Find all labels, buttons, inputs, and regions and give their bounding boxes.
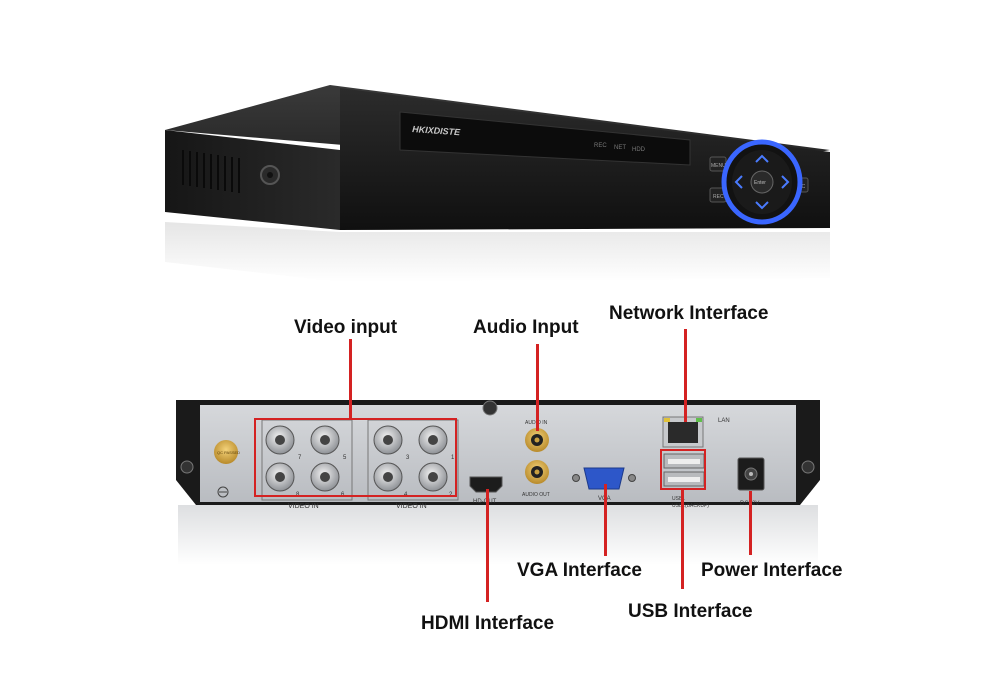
svg-text:MENU: MENU — [711, 163, 726, 169]
front-dvr: HKIXDISTE REC NET HDD MENU REC ESC Enter — [165, 85, 830, 282]
enter-button[interactable] — [750, 170, 774, 194]
hdmi-port[interactable] — [469, 476, 503, 493]
audio-input-pointer — [536, 344, 539, 431]
network-interface-callout: Network Interface — [609, 303, 769, 324]
bnc-connector-5[interactable] — [310, 425, 340, 455]
audio-out-label: AUDIO OUT — [522, 492, 550, 498]
screw-top-icon — [482, 400, 498, 416]
network-interface-pointer — [684, 329, 687, 422]
video-in-label-2: VIDEO IN — [396, 503, 427, 510]
hdmi-interface-pointer — [486, 489, 489, 602]
vga-port[interactable] — [572, 467, 636, 490]
display-window — [399, 111, 691, 166]
bnc-connector-6[interactable] — [310, 462, 340, 492]
channel-number: 7 — [298, 455, 302, 461]
bnc-connector-8[interactable] — [265, 462, 295, 492]
channel-number: 1 — [451, 455, 455, 461]
usb1-label: USB1 — [672, 496, 685, 502]
channel-number: 3 — [406, 455, 410, 461]
usb2-label: USB2(BACKUP) — [672, 503, 709, 509]
bnc-connector-3[interactable] — [373, 425, 403, 455]
hdmi-interface-callout: HDMI Interface — [421, 613, 555, 634]
video-input-callout: Video input — [294, 317, 398, 338]
rear-reflection — [178, 505, 818, 565]
audio-in-jack[interactable] — [525, 428, 549, 452]
audio-input-callout: Audio Input — [473, 317, 579, 338]
usb-port-1[interactable] — [663, 453, 705, 469]
vga-interface-callout: VGA Interface — [517, 560, 642, 581]
navigation-ring[interactable]: Enter — [721, 139, 803, 225]
usb-highlight — [660, 449, 706, 490]
lan-port-label: LAN — [718, 418, 730, 424]
side-vents — [182, 150, 240, 193]
power-interface-callout: Power Interface — [701, 560, 843, 581]
hdmi-port-label: HD-OUT — [473, 499, 497, 505]
bnc-connector-4[interactable] — [373, 462, 403, 492]
bnc-connector-2[interactable] — [418, 462, 448, 492]
video-in-group-2 — [367, 419, 459, 501]
power-interface-pointer — [749, 491, 752, 555]
brand-text: HKIXDISTE — [412, 124, 462, 137]
video-in-group-1 — [261, 419, 353, 501]
arrow-left-icon[interactable] — [734, 175, 743, 189]
indicator-hdd: HDD — [632, 147, 646, 153]
arrow-right-icon[interactable] — [781, 175, 790, 189]
indicator-net: NET — [614, 145, 626, 151]
qc-sticker — [214, 440, 238, 464]
bnc-connector-7[interactable] — [265, 425, 295, 455]
indicator-rec: REC — [594, 143, 607, 149]
ground-icon — [217, 486, 229, 498]
screw-right-icon — [801, 460, 815, 474]
front-reflection — [165, 222, 830, 282]
bnc-connector-1[interactable] — [418, 425, 448, 455]
channel-number: 5 — [343, 455, 347, 461]
arrow-up-icon[interactable] — [755, 154, 769, 163]
rear-dvr: QC PASSED 7 5 3 1 8 6 4 2 VIDEO IN VIDEO… — [176, 400, 820, 565]
vga-interface-pointer — [604, 484, 607, 556]
video-in-label-1: VIDEO IN — [288, 503, 319, 510]
lan-port[interactable] — [662, 416, 704, 448]
usb-interface-pointer — [681, 489, 684, 589]
arrow-down-icon[interactable] — [755, 201, 769, 210]
svg-text:Enter: Enter — [754, 180, 766, 186]
screw-left-icon — [180, 460, 194, 474]
svg-text:REC: REC — [713, 194, 724, 200]
audio-out-jack[interactable] — [525, 460, 549, 484]
power-jack[interactable] — [737, 457, 765, 491]
chassis-side — [165, 130, 340, 230]
video-input-highlight — [254, 418, 457, 497]
svg-text:QC PASSED: QC PASSED — [217, 450, 240, 455]
video-input-pointer — [349, 339, 352, 419]
usb-interface-callout: USB Interface — [628, 601, 753, 622]
